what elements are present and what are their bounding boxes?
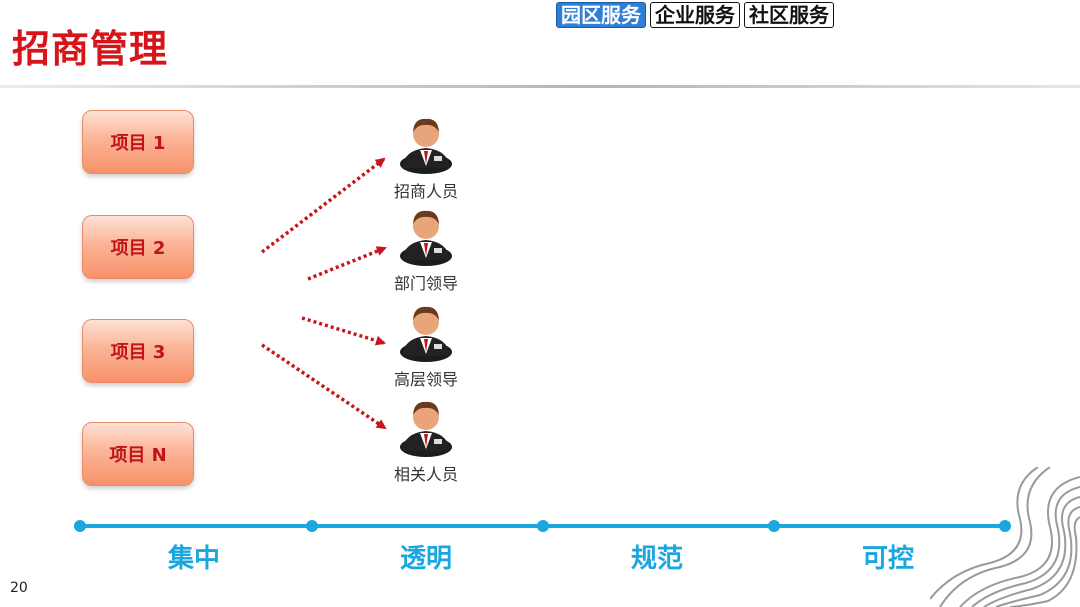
arrow-to-related-staff — [261, 343, 387, 430]
tab-park-service[interactable]: 园区服务 — [556, 2, 646, 28]
role-senior-leader: 高层领导 — [371, 302, 481, 392]
project-box-1: 项目 1 — [82, 110, 194, 174]
page-title: 招商管理 — [12, 27, 169, 71]
role-label: 招商人员 — [393, 182, 458, 201]
role-label: 高层领导 — [393, 370, 458, 389]
timeline-node — [537, 520, 549, 532]
value-label-controllable: 可控 — [861, 544, 914, 574]
value-label-standardized: 规范 — [630, 544, 683, 574]
timeline-node — [768, 520, 780, 532]
arrow-to-senior-leader — [301, 316, 386, 346]
businessman-icon — [400, 210, 452, 266]
service-tabs: 园区服务 企业服务 社区服务 — [556, 2, 834, 28]
role-related-staff: 相关人员 — [371, 397, 481, 487]
project-box-3: 项目 3 — [82, 319, 194, 383]
page-number: 20 — [10, 580, 28, 596]
role-recruiter: 招商人员 — [371, 114, 481, 204]
businessman-icon — [400, 306, 452, 362]
role-label: 相关人员 — [393, 465, 458, 484]
wave-lines-icon — [930, 467, 1080, 607]
arrow-to-recruiter — [260, 157, 386, 254]
timeline-node — [999, 520, 1011, 532]
value-label-centralized: 集中 — [167, 544, 220, 574]
businessman-icon — [400, 118, 452, 174]
timeline-node — [306, 520, 318, 532]
project-box-2: 项目 2 — [82, 215, 194, 279]
arrow-to-dept-leader — [307, 246, 387, 281]
tab-community-service[interactable]: 社区服务 — [744, 2, 834, 28]
project-box-n: 项目 N — [82, 422, 194, 486]
role-dept-leader: 部门领导 — [371, 206, 481, 296]
header-divider — [0, 85, 1080, 88]
timeline-node — [74, 520, 86, 532]
businessman-icon — [400, 401, 452, 457]
tab-enterprise-service[interactable]: 企业服务 — [650, 2, 740, 28]
value-label-transparent: 透明 — [399, 544, 452, 574]
role-label: 部门领导 — [393, 274, 458, 293]
